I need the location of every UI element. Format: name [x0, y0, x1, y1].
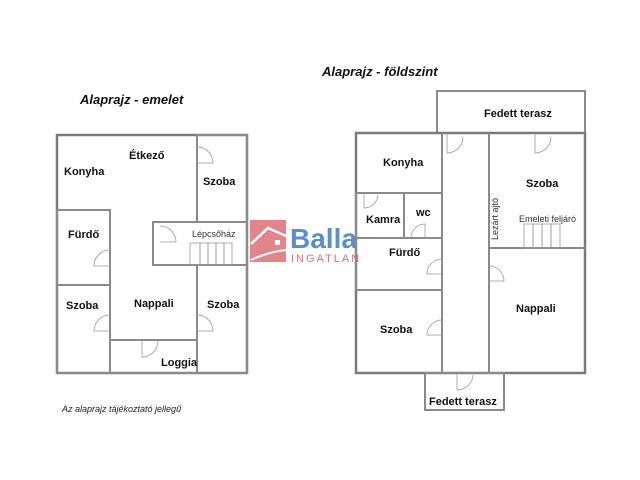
ground-floor-title: Alaprajz - földszint [321, 64, 438, 79]
room-label: Fürdő [389, 247, 420, 259]
ground-floor-plan: Alaprajz - földszint Fedett terasz Konyh… [321, 64, 587, 411]
upper-szoba-left-walls [56, 284, 111, 374]
logo-sub: INGATLAN [291, 253, 361, 265]
door-icon [93, 146, 214, 358]
room-label: Fürdő [68, 229, 99, 241]
terrace-bottom-walls [424, 372, 505, 411]
room-label: Loggia [161, 357, 198, 369]
stairs-icon [523, 223, 561, 249]
room-label: Szoba [380, 324, 413, 336]
room-label: Konyha [383, 157, 424, 169]
room-label: Emeleti feljáró [519, 214, 576, 224]
balla-ingatlan-logo: Balla INGATLAN [250, 220, 361, 265]
room-label: Konyha [64, 166, 105, 178]
upper-floor-plan: Alaprajz - emelet Konyha Étkező Szoba Fü… [55, 92, 249, 414]
room-label: Szoba [66, 300, 99, 312]
furdo-walls [355, 237, 443, 291]
upper-floor-title: Alaprajz - emelet [79, 92, 184, 107]
room-label: Étkező [129, 149, 165, 162]
room-label: Nappali [134, 298, 174, 310]
room-label: Szoba [207, 299, 240, 311]
room-label: Fedett terasz [429, 396, 497, 408]
upper-szoba-right-walls [196, 264, 248, 374]
room-label: Nappali [516, 303, 556, 315]
room-label: Szoba [203, 176, 236, 188]
upper-furdo-walls [56, 209, 111, 286]
room-label: Szoba [526, 178, 559, 190]
upper-loggia-walls [109, 339, 198, 374]
room-label: Lépcsőház [192, 229, 236, 239]
room-label: Kamra [366, 214, 401, 226]
disclaimer-note: Az alaprajz tájékoztató jellegű [61, 404, 182, 414]
stairs-icon [189, 242, 233, 266]
logo-brand: Balla [290, 223, 357, 254]
room-label: wc [415, 207, 431, 219]
room-label: Fedett terasz [484, 108, 552, 120]
door-icon [363, 133, 552, 391]
room-label: Lezárt ajtó [490, 198, 500, 240]
